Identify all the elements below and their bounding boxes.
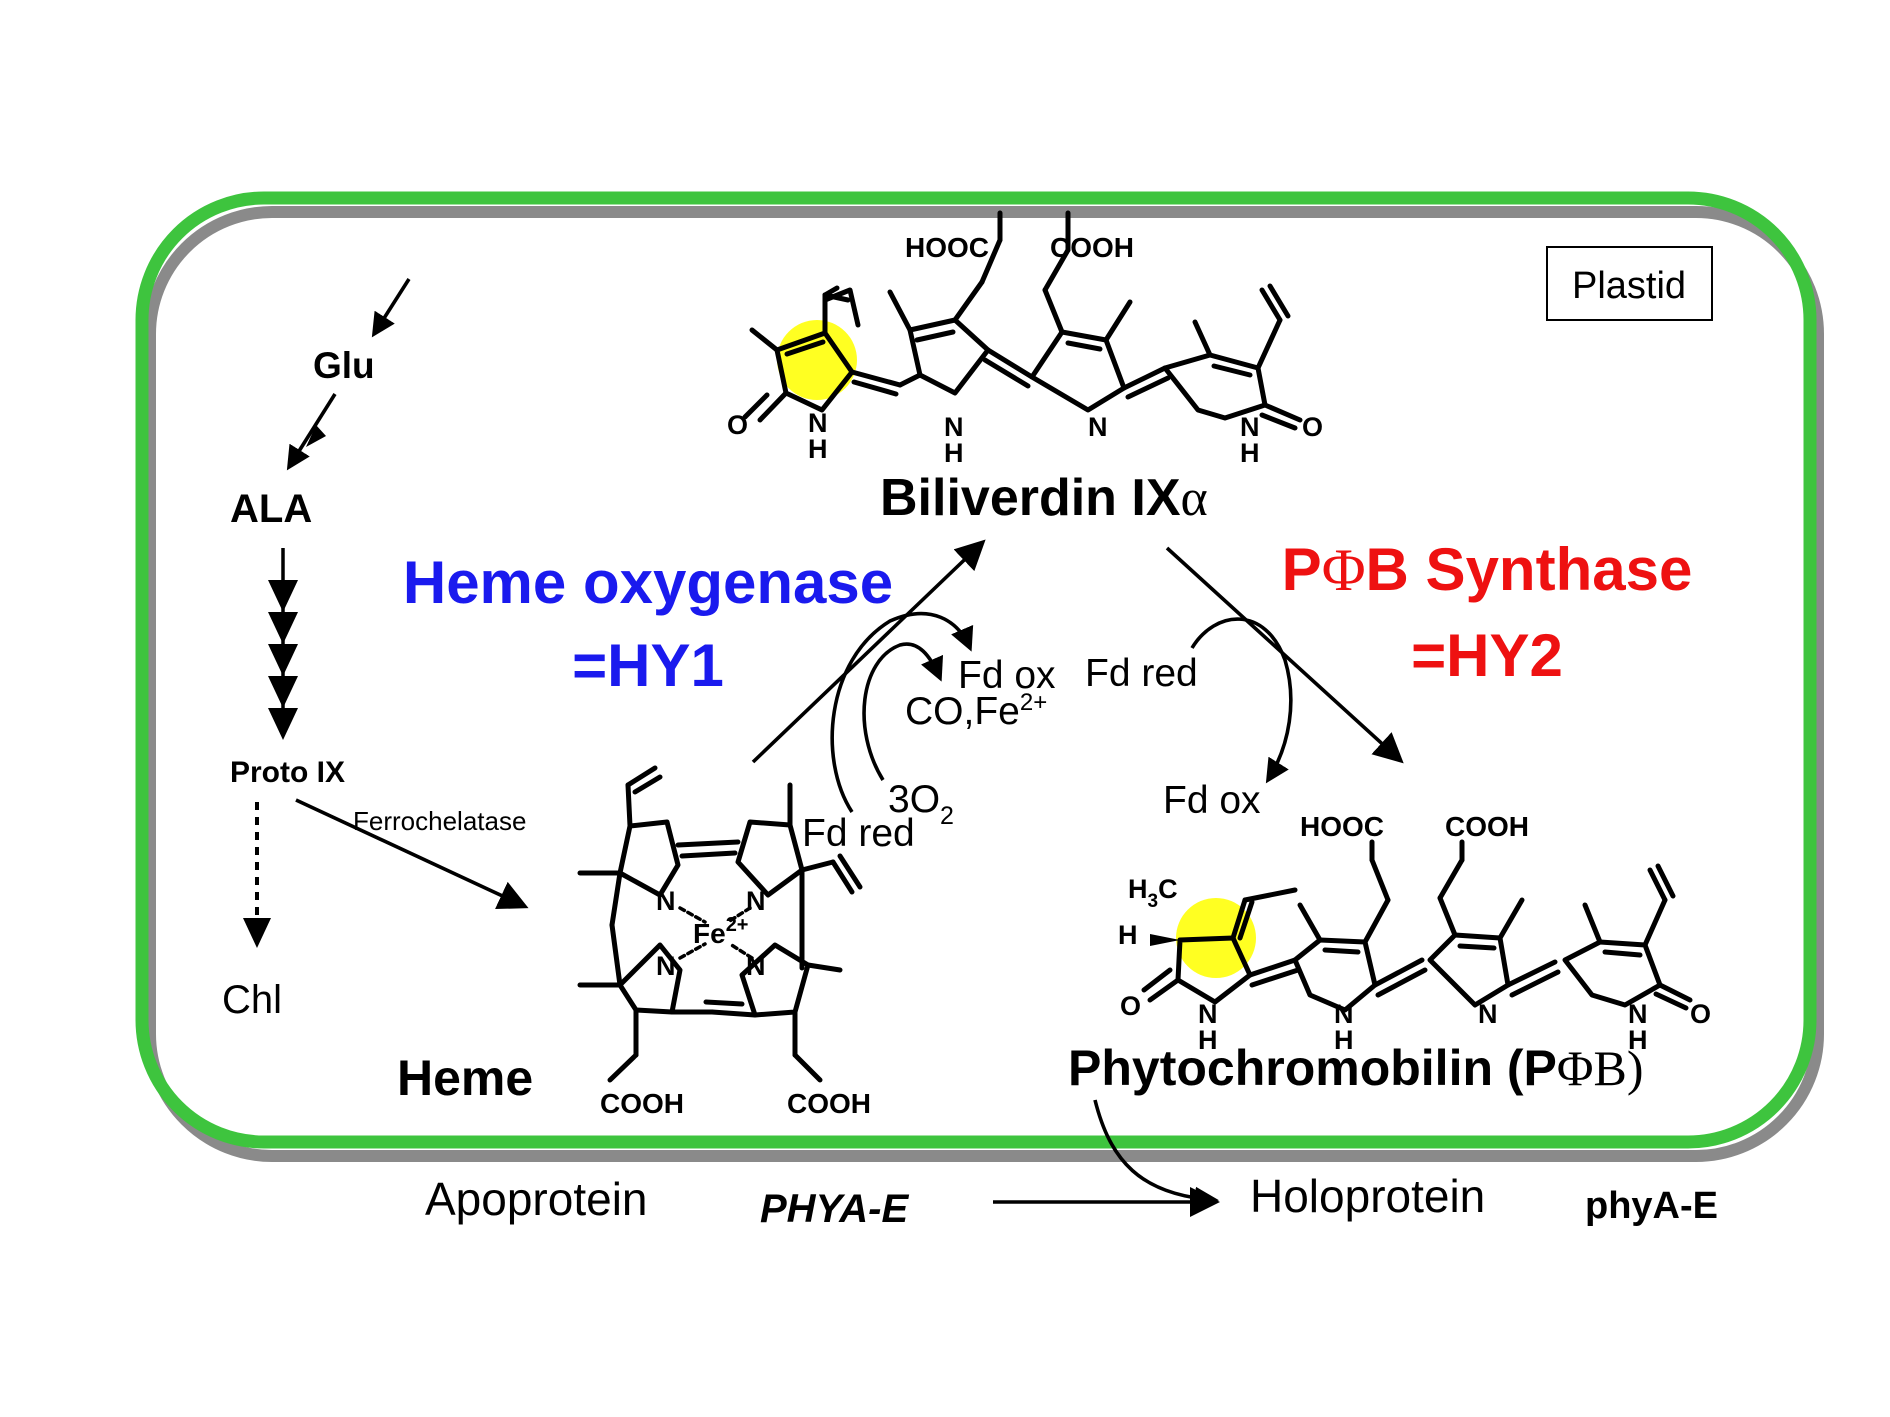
glu-ala-arrowhead-2 — [306, 425, 326, 447]
phya-e-protein-label: phyA-E — [1585, 1185, 1718, 1227]
proto-ix-label: Proto IX — [230, 756, 345, 789]
pfb-n1: N — [1198, 999, 1218, 1029]
left-pathway: Glu ALA Proto IX Chl Ferrochelatase Heme — [222, 278, 533, 1106]
glu-ala-arrow — [286, 393, 337, 471]
pfb-o-left: O — [1120, 991, 1141, 1021]
fd-red-1-label: Fd red — [802, 812, 915, 855]
pfb-h1: H — [1198, 1025, 1218, 1055]
biliverdin-structure: O N H N H N N H O HOOC COOH — [727, 210, 1323, 468]
pfb-h4: H — [1628, 1025, 1648, 1055]
hy2-label: =HY2 — [1411, 622, 1563, 689]
pfb-h2: H — [1334, 1025, 1354, 1055]
plastid-label: Plastid — [1572, 265, 1686, 307]
pfb-synthase-label: PΦB Synthase — [1282, 536, 1693, 603]
co-fe-label: CO,Fe2+ — [905, 689, 1047, 733]
biliverdin-n3: N — [1088, 412, 1108, 442]
biliverdin-highlight — [777, 320, 857, 400]
multi-arrowhead-3 — [268, 644, 298, 676]
input-arrow — [371, 278, 411, 338]
heme-n4: N — [746, 951, 766, 981]
pfb-o-right: O — [1690, 999, 1711, 1029]
heme-cooh-2: COOH — [787, 1088, 871, 1119]
phytochromobilin-name: Phytochromobilin (PΦB) — [1068, 1040, 1643, 1096]
heme-cooh-1: COOH — [600, 1088, 684, 1119]
fd-ox-1-label: Fd ox — [958, 654, 1056, 697]
biliverdin-n4: N — [1240, 412, 1260, 442]
multi-arrowhead-5 — [268, 708, 298, 740]
heme-n1: N — [656, 886, 676, 916]
heme-label: Heme — [397, 1050, 533, 1106]
pfb-h3c: H3C — [1128, 874, 1178, 912]
pfb-n2: N — [1334, 999, 1354, 1029]
pfb-n3: N — [1478, 999, 1498, 1029]
phytochromobilin-structure: O N H N H N N H O H3C H HOOC COOH — [1118, 811, 1711, 1055]
plastid-border — [135, 191, 1817, 1149]
chl-label: Chl — [222, 978, 282, 1022]
pfb-cooh: COOH — [1445, 811, 1529, 842]
heme-structure: N N N N Fe2+ COOH COOH — [577, 765, 871, 1119]
fd-ox-2-label: Fd ox — [1163, 779, 1261, 822]
biliverdin-n2: N — [944, 412, 964, 442]
ferrochelatase-arrow — [295, 798, 529, 910]
biliverdin-n1: N — [808, 408, 828, 438]
glu-label: Glu — [313, 345, 375, 386]
heme-oxygenase-label: Heme oxygenase — [403, 549, 893, 616]
phya-e-gene-label: PHYA-E — [760, 1187, 909, 1231]
ala-label: ALA — [230, 487, 312, 531]
biliverdin-h1: H — [808, 434, 828, 464]
biliverdin-cooh: COOH — [1050, 232, 1134, 263]
plastid-label-box: Plastid — [1546, 246, 1713, 321]
multi-arrowhead-2 — [268, 612, 298, 644]
biliverdin-h4: H — [1240, 438, 1260, 468]
biliverdin-o-right: O — [1302, 412, 1323, 442]
o2-label: 3O2 — [888, 778, 954, 830]
hy1-label: =HY1 — [572, 632, 724, 699]
apoprotein-label: Apoprotein — [425, 1173, 648, 1225]
pfb-n4: N — [1628, 999, 1648, 1029]
proto-chl-arrowhead — [243, 918, 271, 948]
heme-to-biliverdin-arrow — [751, 539, 986, 764]
heme-n2: N — [746, 886, 766, 916]
fd-red-curve-1 — [830, 611, 974, 813]
biliverdin-hooc: HOOC — [905, 232, 989, 263]
plastid-shadow — [144, 206, 1824, 1162]
holoprotein-label: Holoprotein — [1250, 1170, 1485, 1222]
fd-red-2-label: Fd red — [1085, 652, 1198, 695]
heme-n3: N — [656, 951, 676, 981]
biliverdin-o-left: O — [727, 410, 748, 440]
fd-red-curve-2 — [1190, 617, 1293, 784]
biliverdin-name: Biliverdin IXα — [880, 469, 1208, 527]
biliverdin-h2: H — [944, 438, 964, 468]
o2-curve — [862, 642, 944, 781]
multi-arrowhead-1 — [268, 580, 298, 612]
heme-fe: Fe2+ — [693, 914, 749, 949]
multi-arrowhead-4 — [268, 676, 298, 708]
ferrochelatase-label: Ferrochelatase — [353, 806, 526, 836]
pfb-h: H — [1118, 920, 1138, 950]
pfb-hooc: HOOC — [1300, 811, 1384, 842]
